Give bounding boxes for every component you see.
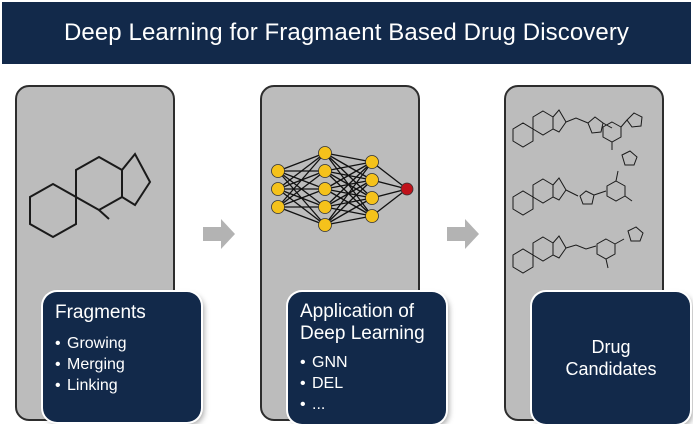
diagram-title: Deep Learning for Fragmaent Based Drug D… [63, 19, 630, 46]
card-title-line: Application of [300, 301, 415, 322]
fragments-card-title: Fragments [55, 302, 146, 323]
network-node [365, 191, 379, 205]
network-connection [324, 161, 373, 172]
list-item: Linking [55, 375, 189, 396]
arrow-right-icon [203, 219, 235, 249]
list-item: ... [300, 394, 434, 415]
network-connection [371, 188, 408, 217]
network-connection [277, 188, 326, 208]
card-title-line: Drug [591, 337, 631, 357]
network-connection [324, 161, 373, 208]
fragment-structure-icon [29, 152, 152, 239]
molecule-2 [512, 150, 638, 216]
network-connection [324, 179, 373, 226]
network-connection [277, 206, 326, 226]
network-node [318, 164, 332, 178]
network-node [365, 173, 379, 187]
list-item: Merging [55, 354, 189, 375]
list-item: DEL [300, 373, 434, 394]
network-node [271, 200, 285, 214]
network-node [318, 200, 332, 214]
molecule-3 [512, 226, 644, 274]
molecule-1 [512, 109, 643, 150]
network-connection [371, 161, 408, 190]
title-banner: Deep Learning for Fragmaent Based Drug D… [2, 2, 691, 64]
network-node [318, 218, 332, 232]
drug-candidates-card: Drug Candidates [532, 292, 690, 424]
neural-network-icon [271, 146, 414, 232]
network-connection [324, 152, 373, 163]
deep-learning-card: Application of Deep Learning GNN DEL ... [288, 292, 446, 424]
deep-learning-card-title: Application of Deep Learning [300, 301, 434, 345]
network-connection [277, 152, 326, 208]
deep-learning-panel: Application of Deep Learning GNN DEL ... [260, 85, 446, 424]
molecule-structures-icon [512, 109, 644, 274]
network-connection [277, 170, 326, 208]
list-item: Growing [55, 333, 189, 354]
drug-candidates-panel: Drug Candidates [504, 85, 690, 424]
output-node [400, 182, 414, 196]
arrow-right-icon [447, 219, 479, 249]
fragments-card: Fragments Growing Merging Linking [43, 292, 201, 422]
fragments-panel: Fragments Growing Merging Linking [15, 85, 201, 422]
drug-candidates-card-title: Drug Candidates [565, 336, 656, 380]
network-node [271, 182, 285, 196]
network-node [318, 146, 332, 160]
network-connection [324, 197, 373, 226]
list-item: GNN [300, 352, 434, 373]
network-node [318, 182, 332, 196]
network-connection [277, 152, 326, 172]
card-title-line: Deep Learning [300, 323, 425, 344]
network-connection [324, 215, 373, 226]
network-connection [324, 161, 373, 226]
network-node [365, 209, 379, 223]
network-connection [277, 152, 326, 190]
network-node [365, 155, 379, 169]
card-title-line: Candidates [565, 359, 657, 379]
network-node [271, 164, 285, 178]
network-connections [277, 152, 408, 226]
network-connection [324, 161, 373, 190]
